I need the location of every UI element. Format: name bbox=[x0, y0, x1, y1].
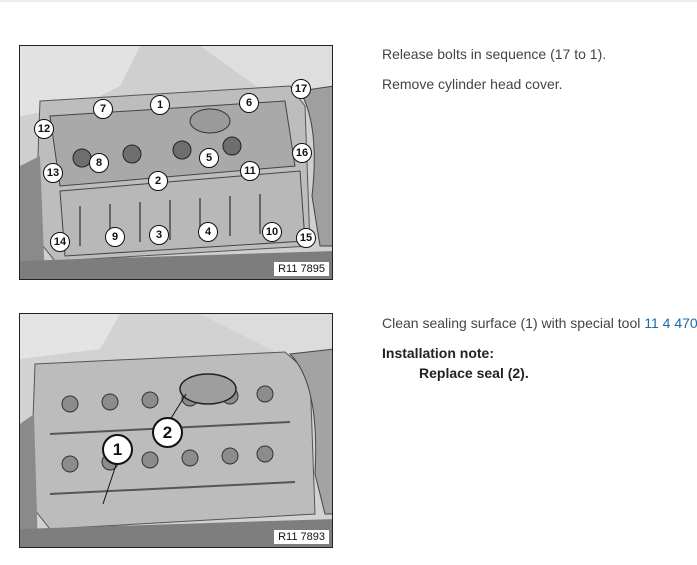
callout-7: 7 bbox=[93, 99, 113, 119]
callout-8: 8 bbox=[89, 153, 109, 173]
instruction-clean-surface: Clean sealing surface (1) with special t… bbox=[382, 315, 697, 331]
callout-13: 13 bbox=[43, 163, 63, 183]
special-tool-link[interactable]: 11 4 470 bbox=[644, 315, 697, 331]
figure-label: R11 7893 bbox=[274, 530, 329, 544]
callout-5: 5 bbox=[199, 148, 219, 168]
callout-9: 9 bbox=[105, 227, 125, 247]
callout-3: 3 bbox=[149, 225, 169, 245]
engine-illustration-1 bbox=[20, 46, 332, 279]
installation-note-body: Replace seal (2). bbox=[419, 365, 529, 381]
callout-16: 16 bbox=[292, 143, 312, 163]
instruction-release-bolts: Release bolts in sequence (17 to 1). bbox=[382, 46, 607, 62]
figure-label: R11 7895 bbox=[274, 262, 329, 276]
figure-cylinder-head: 1 2 R11 7893 bbox=[19, 313, 333, 548]
callout-4: 4 bbox=[198, 222, 218, 242]
callout-11: 11 bbox=[240, 161, 260, 181]
instruction-remove-cover: Remove cylinder head cover. bbox=[382, 76, 563, 92]
callout-2: 2 bbox=[148, 171, 168, 191]
callout-12: 12 bbox=[34, 119, 54, 139]
instruction-text: Clean sealing surface (1) with special t… bbox=[382, 315, 645, 331]
top-divider bbox=[0, 0, 697, 2]
callout-15: 15 bbox=[296, 228, 316, 248]
callout-6: 6 bbox=[239, 93, 259, 113]
figure-cylinder-head-cover: 7 1 6 17 12 8 5 16 13 2 11 14 9 3 4 10 1… bbox=[19, 45, 333, 280]
callout-1-big: 1 bbox=[102, 434, 133, 465]
callout-14: 14 bbox=[50, 232, 70, 252]
callout-2-big: 2 bbox=[152, 417, 183, 448]
installation-note-title: Installation note: bbox=[382, 345, 494, 361]
callout-10: 10 bbox=[262, 222, 282, 242]
callout-1: 1 bbox=[150, 95, 170, 115]
callout-17: 17 bbox=[291, 79, 311, 99]
step-1-text: Release bolts in sequence (17 to 1). Rem… bbox=[382, 46, 697, 106]
step-2-text: Clean sealing surface (1) with special t… bbox=[382, 315, 697, 395]
